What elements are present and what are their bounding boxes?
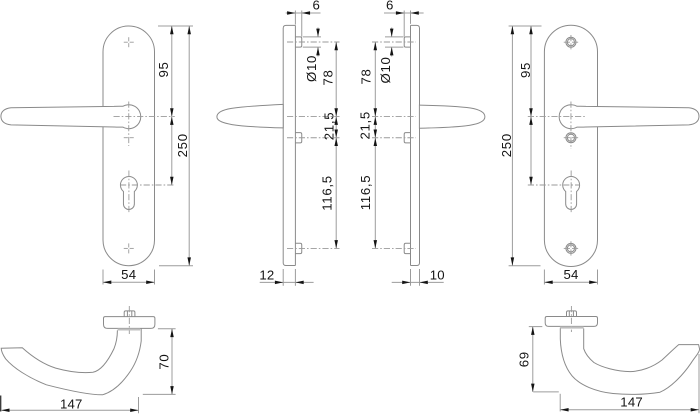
- svg-text:147: 147: [60, 397, 83, 412]
- svg-text:116,5: 116,5: [320, 175, 335, 211]
- svg-text:147: 147: [620, 394, 643, 409]
- svg-text:Ø10: Ø10: [378, 56, 393, 83]
- svg-text:95: 95: [518, 62, 533, 78]
- svg-text:250: 250: [499, 133, 514, 157]
- svg-text:54: 54: [121, 267, 136, 282]
- svg-text:95: 95: [156, 61, 171, 77]
- svg-text:250: 250: [175, 133, 190, 157]
- svg-text:6: 6: [386, 0, 394, 13]
- svg-text:6: 6: [313, 0, 321, 13]
- svg-text:69: 69: [517, 351, 532, 367]
- svg-text:78: 78: [359, 68, 374, 84]
- svg-text:21,5: 21,5: [322, 112, 337, 140]
- svg-text:Ø10: Ø10: [304, 55, 319, 82]
- svg-text:21,5: 21,5: [358, 111, 373, 139]
- svg-text:54: 54: [563, 267, 578, 282]
- svg-text:10: 10: [430, 268, 445, 283]
- svg-text:78: 78: [321, 69, 336, 85]
- svg-text:70: 70: [156, 354, 171, 370]
- svg-text:116,5: 116,5: [358, 175, 373, 211]
- svg-text:12: 12: [259, 268, 274, 283]
